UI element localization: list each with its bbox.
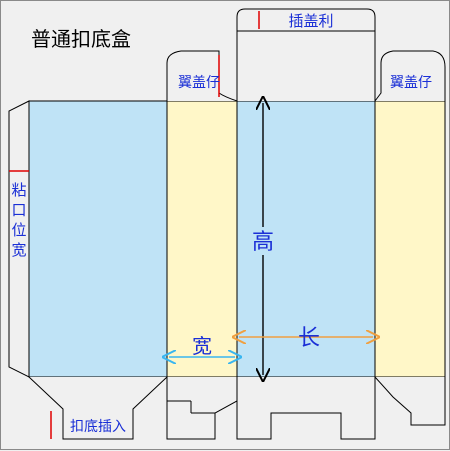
label-length: 长 [298, 326, 320, 351]
bottom-lock-right [374, 376, 446, 426]
panel-side-left [28, 100, 168, 378]
tuck-flap [236, 8, 376, 101]
panel-end-left [166, 100, 238, 378]
label-bottom-tab: 扣底插入 [70, 419, 126, 435]
bottom-lock-front [236, 377, 376, 440]
label-glue-flap-1: 粘 [11, 181, 26, 199]
label-glue-flap-4: 宽 [11, 241, 26, 259]
panel-end-right [374, 100, 446, 378]
diagram-title: 普通扣底盒 [31, 27, 131, 51]
label-glue-flap-2: 口 [11, 201, 26, 219]
glue-flap [8, 100, 30, 378]
label-height: 高 [252, 230, 274, 255]
dust-flap-right [374, 50, 446, 102]
dust-flap-left [166, 50, 238, 102]
label-dust-flap-left: 翼盖仔 [178, 75, 220, 91]
bottom-lock-left [166, 377, 238, 440]
height-label-bg [249, 227, 277, 255]
label-width: 宽 [192, 334, 212, 358]
bottom-tab [28, 376, 168, 440]
label-dust-flap-right: 翼盖仔 [390, 75, 432, 91]
label-tuck-flap: 插盖利 [288, 12, 333, 30]
label-glue-flap-3: 位 [11, 221, 26, 239]
